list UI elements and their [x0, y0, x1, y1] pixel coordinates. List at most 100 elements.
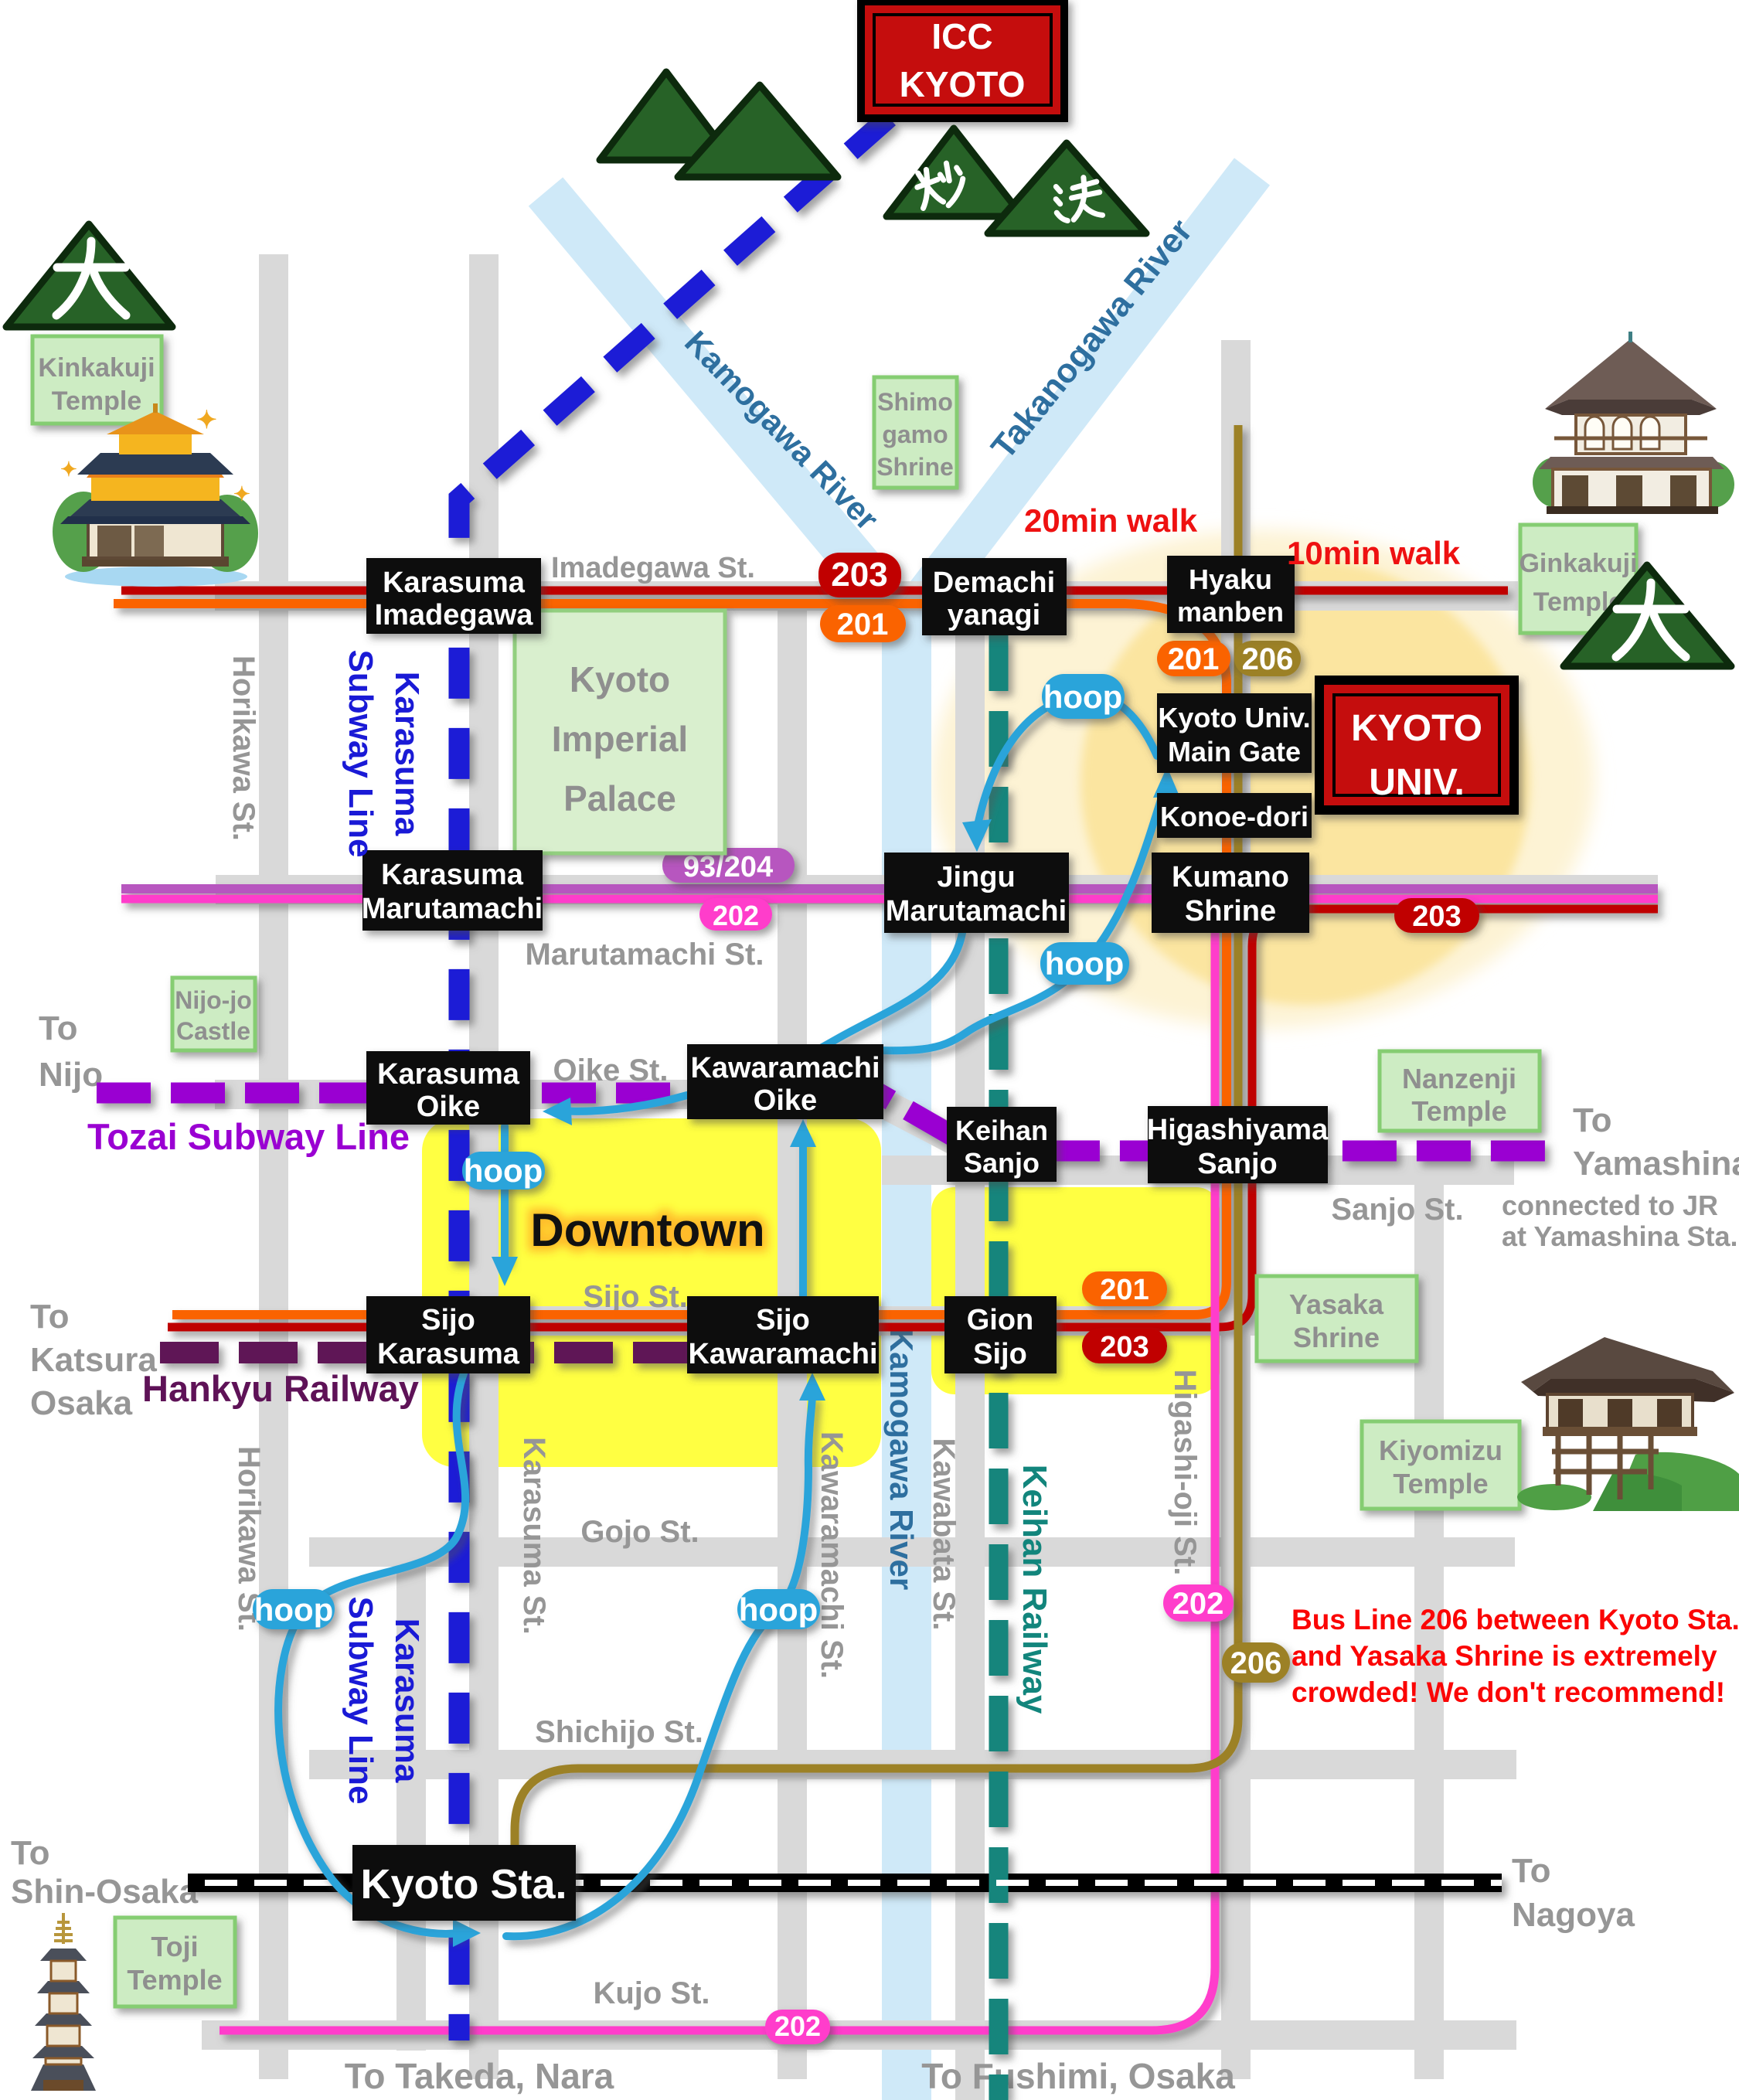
- svg-text:203: 203: [1412, 900, 1461, 933]
- svg-text:Bus Line 206 between Kyoto Sta: Bus Line 206 between Kyoto Sta.: [1291, 1604, 1739, 1635]
- svg-text:Downtown: Downtown: [530, 1204, 764, 1256]
- svg-text:UNIV.: UNIV.: [1369, 762, 1465, 803]
- svg-text:Yasaka: Yasaka: [1289, 1288, 1384, 1320]
- svg-text:201: 201: [837, 608, 889, 642]
- svg-text:Ginkakuji: Ginkakuji: [1519, 549, 1637, 578]
- svg-text:Karasuma: Karasuma: [377, 1058, 520, 1091]
- svg-text:hoop: hoop: [1043, 679, 1123, 715]
- svg-text:Katsura: Katsura: [30, 1341, 157, 1379]
- svg-text:To: To: [30, 1298, 70, 1336]
- svg-text:206: 206: [1242, 642, 1294, 676]
- svg-text:Kawaramachi: Kawaramachi: [688, 1338, 877, 1370]
- svg-text:manben: manben: [1177, 596, 1284, 628]
- svg-text:Kyoto: Kyoto: [570, 659, 670, 699]
- svg-text:202: 202: [1172, 1587, 1224, 1621]
- svg-text:Jingu: Jingu: [937, 861, 1015, 893]
- svg-text:Marutamachi St.: Marutamachi St.: [526, 938, 764, 972]
- svg-text:Kawaramachi: Kawaramachi: [690, 1052, 880, 1084]
- svg-text:To: To: [39, 1009, 78, 1047]
- svg-text:Higashiyama: Higashiyama: [1147, 1114, 1329, 1146]
- svg-text:Castle: Castle: [176, 1017, 250, 1045]
- svg-text:Horikawa St.: Horikawa St.: [226, 655, 260, 841]
- svg-text:Palace: Palace: [563, 778, 676, 819]
- svg-text:203: 203: [1100, 1331, 1149, 1363]
- svg-text:hoop: hoop: [254, 1591, 334, 1628]
- svg-text:Main Gate: Main Gate: [1168, 736, 1301, 768]
- svg-text:Kumano: Kumano: [1172, 861, 1289, 893]
- svg-text:Karasuma St.: Karasuma St.: [517, 1437, 551, 1635]
- svg-text:Temple: Temple: [127, 1964, 222, 1996]
- svg-text:Marutamachi: Marutamachi: [362, 893, 543, 925]
- svg-text:Nagoya: Nagoya: [1512, 1896, 1635, 1934]
- svg-text:Sijo: Sijo: [756, 1304, 810, 1336]
- svg-text:To Takeda, Nara: To Takeda, Nara: [345, 2056, 614, 2096]
- svg-text:Keihan: Keihan: [955, 1115, 1048, 1146]
- svg-text:20min walk: 20min walk: [1024, 502, 1198, 539]
- svg-text:202: 202: [713, 900, 759, 931]
- svg-text:Kawabata St.: Kawabata St.: [927, 1438, 961, 1631]
- svg-text:✦: ✦: [233, 482, 250, 505]
- svg-text:ICC: ICC: [931, 16, 992, 56]
- svg-text:Imadegawa St.: Imadegawa St.: [551, 552, 755, 584]
- svg-text:Shrine: Shrine: [1293, 1322, 1380, 1353]
- svg-text:Karasuma: Karasuma: [381, 859, 524, 891]
- svg-text:Subway Line: Subway Line: [342, 1597, 379, 1805]
- svg-text:Temple: Temple: [1393, 1468, 1488, 1499]
- svg-text:Osaka: Osaka: [30, 1384, 133, 1422]
- svg-text:Hyaku: Hyaku: [1189, 563, 1272, 595]
- svg-text:93/204: 93/204: [683, 851, 773, 883]
- svg-text:To: To: [11, 1834, 50, 1872]
- svg-text:Sijo: Sijo: [973, 1338, 1027, 1370]
- svg-text:Sijo: Sijo: [421, 1304, 475, 1336]
- svg-text:✦: ✦: [196, 406, 217, 434]
- svg-text:Imperial: Imperial: [552, 719, 688, 759]
- svg-text:To: To: [1573, 1101, 1612, 1139]
- svg-text:Gojo St.: Gojo St.: [580, 1515, 699, 1549]
- svg-text:Shrine: Shrine: [876, 453, 954, 481]
- svg-text:Temple: Temple: [1411, 1095, 1506, 1127]
- svg-text:Konoe-dori: Konoe-dori: [1160, 801, 1309, 832]
- svg-text:Gion: Gion: [967, 1304, 1034, 1336]
- svg-text:Kiyomizu: Kiyomizu: [1379, 1435, 1502, 1466]
- svg-text:To Fushimi, Osaka: To Fushimi, Osaka: [921, 2056, 1235, 2096]
- svg-text:Kyoto Sta.: Kyoto Sta.: [360, 1861, 567, 1908]
- svg-text:Demachi: Demachi: [933, 567, 1055, 599]
- svg-text:hoop: hoop: [1045, 945, 1125, 982]
- svg-text:hoop: hoop: [464, 1152, 543, 1189]
- svg-text:Kyoto Univ.: Kyoto Univ.: [1158, 702, 1310, 733]
- svg-text:Kujo St.: Kujo St.: [593, 1976, 710, 2010]
- svg-text:202: 202: [774, 2010, 821, 2042]
- svg-text:To: To: [1512, 1852, 1551, 1890]
- svg-text:Karasuma: Karasuma: [388, 672, 426, 836]
- svg-text:206: 206: [1230, 1646, 1282, 1680]
- svg-text:201: 201: [1100, 1274, 1149, 1306]
- svg-text:Nijo-jo: Nijo-jo: [175, 986, 252, 1014]
- svg-text:Downtown: Downtown: [530, 1204, 764, 1256]
- svg-text:crowded! We don't recommend!: crowded! We don't recommend!: [1291, 1676, 1725, 1708]
- svg-text:Sanjo: Sanjo: [964, 1147, 1040, 1179]
- svg-text:Sijo St.: Sijo St.: [583, 1280, 688, 1314]
- svg-text:Hankyu Railway: Hankyu Railway: [142, 1368, 419, 1409]
- svg-text:Karasuma: Karasuma: [377, 1338, 520, 1370]
- svg-text:at Yamashina Sta.: at Yamashina Sta.: [1502, 1220, 1738, 1252]
- svg-text:Nanzenji: Nanzenji: [1402, 1063, 1516, 1094]
- svg-text:Karasuma: Karasuma: [383, 567, 526, 599]
- svg-text:Tozai Subway Line: Tozai Subway Line: [87, 1116, 410, 1157]
- svg-text:Nijo: Nijo: [39, 1056, 103, 1094]
- svg-text:Shichijo St.: Shichijo St.: [535, 1715, 703, 1749]
- svg-text:gamo: gamo: [882, 420, 948, 448]
- svg-text:Sanjo: Sanjo: [1197, 1148, 1277, 1180]
- svg-text:hoop: hoop: [739, 1591, 818, 1628]
- svg-text:KYOTO: KYOTO: [900, 64, 1026, 104]
- svg-text:Oike: Oike: [417, 1091, 480, 1123]
- svg-text:Temple: Temple: [52, 386, 142, 416]
- svg-text:Toji: Toji: [151, 1931, 198, 1962]
- svg-text:connected to JR: connected to JR: [1502, 1190, 1718, 1221]
- svg-text:KYOTO: KYOTO: [1351, 708, 1482, 749]
- svg-text:Kamogawa River: Kamogawa River: [883, 1329, 920, 1590]
- svg-text:Oike: Oike: [754, 1084, 817, 1117]
- svg-text:✦: ✦: [60, 458, 77, 481]
- svg-text:Karasuma: Karasuma: [388, 1618, 426, 1783]
- svg-text:Imadegawa: Imadegawa: [375, 599, 534, 631]
- svg-text:10min walk: 10min walk: [1287, 535, 1461, 571]
